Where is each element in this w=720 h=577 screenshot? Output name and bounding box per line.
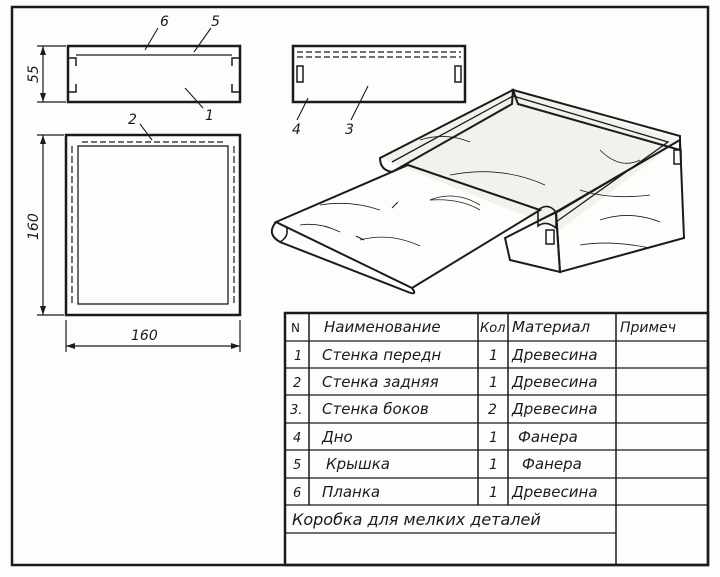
callout-4: 4 xyxy=(292,122,301,138)
front-view xyxy=(66,44,242,104)
callout-3: 3 xyxy=(345,122,354,138)
spec-row: 1 Стенка передн 1 Древесина xyxy=(294,346,598,364)
spec-row: 3. Стенка боков 2 Древесина xyxy=(290,400,598,418)
row-quantity: 2 xyxy=(488,402,497,418)
header-quantity: Кол xyxy=(480,321,506,336)
row-number: 4 xyxy=(293,431,301,446)
dimension-depth: 160 xyxy=(26,213,42,240)
row-material: Фанера xyxy=(522,455,582,473)
spec-row: 2 Стенка задняя 1 Древесина xyxy=(293,373,598,391)
row-number: 1 xyxy=(294,349,302,364)
drawing-title: Коробка для мелких деталей xyxy=(292,510,541,529)
header-note: Примеч xyxy=(620,320,676,336)
plan-view xyxy=(64,133,242,317)
leader-lines xyxy=(139,27,369,141)
row-quantity: 1 xyxy=(489,485,498,501)
row-part-name: Стенка задняя xyxy=(322,373,439,391)
dimension-lines xyxy=(37,45,241,352)
row-quantity: 1 xyxy=(489,457,498,473)
row-material: Древесина xyxy=(511,483,598,501)
row-part-name: Планка xyxy=(322,483,380,501)
spec-row: 4 Дно 1 Фанера xyxy=(293,428,578,446)
row-part-name: Дно xyxy=(321,428,353,446)
row-part-name: Стенка боков xyxy=(322,400,429,418)
row-material: Фанера xyxy=(518,428,578,446)
row-quantity: 1 xyxy=(489,430,498,446)
row-number: 6 xyxy=(293,486,301,501)
isometric-box-illustration xyxy=(270,88,686,295)
callout-5: 5 xyxy=(211,14,220,30)
callout-2: 2 xyxy=(128,112,137,128)
row-material: Древесина xyxy=(511,346,598,364)
header-number: N xyxy=(291,321,300,335)
row-part-name: Крышка xyxy=(326,455,390,473)
dimension-width: 160 xyxy=(131,328,158,344)
header-material: Материал xyxy=(512,318,591,336)
row-material: Древесина xyxy=(511,373,598,391)
spec-table xyxy=(283,311,710,567)
sheet-border xyxy=(10,5,710,567)
row-material: Древесина xyxy=(511,400,598,418)
header-name: Наименование xyxy=(324,318,441,336)
side-view xyxy=(291,44,467,104)
row-quantity: 1 xyxy=(489,375,498,391)
dimension-height: 55 xyxy=(26,65,42,83)
row-quantity: 1 xyxy=(489,348,498,364)
row-part-name: Стенка передн xyxy=(322,346,441,364)
row-number: 5 xyxy=(293,458,301,473)
spec-row: 6 Планка 1 Древесина xyxy=(293,483,598,501)
row-number: 3. xyxy=(290,403,302,418)
callout-6: 6 xyxy=(160,14,169,30)
spec-row: 5 Крышка 1 Фанера xyxy=(293,455,582,473)
row-number: 2 xyxy=(293,376,301,391)
callout-1: 1 xyxy=(205,108,214,124)
